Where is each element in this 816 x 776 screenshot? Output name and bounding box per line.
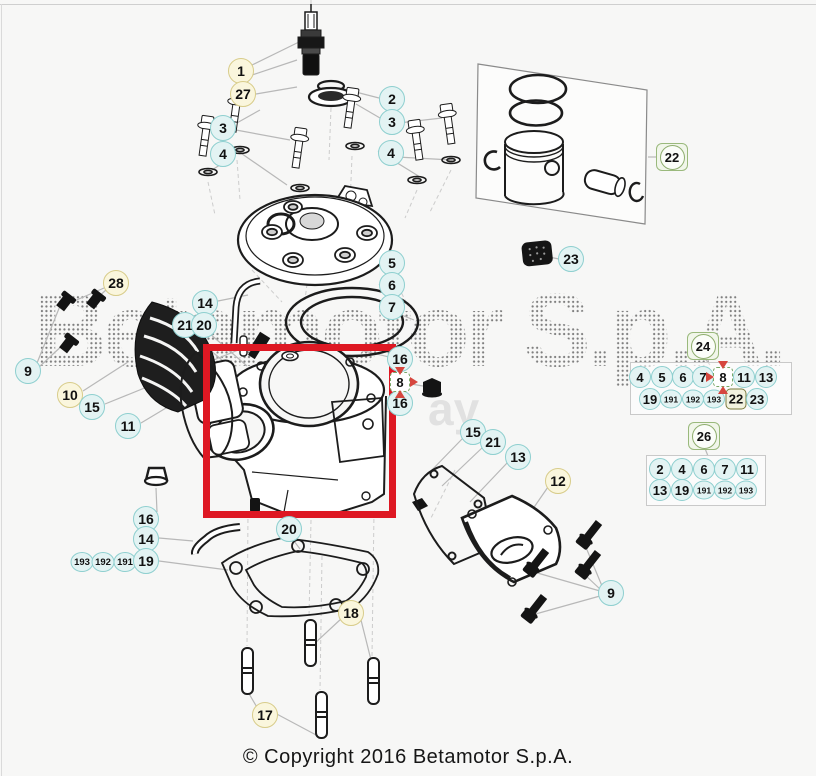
callout-16-upper[interactable]: 16 (387, 346, 413, 372)
ref24-item-6[interactable]: 6 (672, 366, 694, 388)
callout-192[interactable]: 192 (91, 552, 115, 572)
callout-23[interactable]: 23 (558, 246, 584, 272)
group-ref-22-label: 22 (659, 144, 685, 170)
callout-13[interactable]: 13 (505, 444, 531, 470)
callout-9-left[interactable]: 9 (15, 358, 41, 384)
highlight-box (203, 344, 396, 518)
plug-seat-drawing (307, 79, 355, 108)
page-top-rule (0, 4, 816, 5)
ref24-item-4[interactable]: 4 (629, 366, 651, 388)
callout-8[interactable]: 8 (390, 372, 410, 392)
ref24-item-22[interactable]: 22 (725, 388, 747, 410)
ref24-item-23[interactable]: 23 (746, 388, 768, 410)
ref24-item-193[interactable]: 193 (703, 389, 725, 409)
cylinder-head-drawing (236, 185, 394, 287)
ref26-item-6[interactable]: 6 (693, 458, 715, 480)
arrow-right-icon (706, 372, 714, 382)
stud-nut-drawing (422, 378, 442, 398)
copyright-text: © Copyright 2016 Betamotor S.p.A. (242, 746, 574, 768)
callout-11[interactable]: 11 (115, 413, 141, 439)
group-ref-26-label: 26 (691, 423, 717, 449)
group-ref-22[interactable]: 22 (656, 143, 688, 171)
callout-12[interactable]: 12 (545, 468, 571, 494)
ref24-item-191[interactable]: 191 (660, 389, 682, 409)
callout-21-right[interactable]: 21 (480, 429, 506, 455)
ref26-item-13[interactable]: 13 (649, 479, 671, 501)
page-left-rule (1, 4, 2, 776)
studs-drawing (241, 619, 380, 739)
construction-lines (207, 0, 456, 691)
ref24-item-19[interactable]: 19 (639, 388, 661, 410)
cylinder-drawing (188, 335, 428, 513)
ref26-item-7[interactable]: 7 (714, 458, 736, 480)
ref24-item-5[interactable]: 5 (651, 366, 673, 388)
ref26-item-2[interactable]: 2 (649, 458, 671, 480)
arrow-right-icon (410, 377, 418, 387)
arrow-up-icon (718, 386, 728, 394)
ref24-item-11[interactable]: 11 (733, 366, 755, 388)
coolant-elbow-bottom-drawing (190, 523, 241, 555)
knurled-insert-drawing (521, 240, 553, 267)
callout-15-right[interactable]: 15 (460, 419, 486, 445)
arrow-up-icon (395, 390, 405, 398)
callout-20-left[interactable]: 20 (191, 312, 217, 338)
callout-18[interactable]: 18 (338, 600, 364, 626)
ref26-item-192[interactable]: 192 (714, 480, 736, 500)
arrow-down-icon (395, 367, 405, 375)
ref24-item-13[interactable]: 13 (755, 366, 777, 388)
callout-5[interactable]: 5 (379, 250, 405, 276)
callout-14-top[interactable]: 14 (192, 290, 218, 316)
ref26-item-193[interactable]: 193 (735, 480, 757, 500)
callout-7[interactable]: 7 (379, 294, 405, 320)
ref26-item-191[interactable]: 191 (693, 480, 715, 500)
callout-2[interactable]: 2 (379, 86, 405, 112)
callout-14-bottom[interactable]: 14 (133, 526, 159, 552)
ref26-item-4[interactable]: 4 (671, 458, 693, 480)
callout-9-right[interactable]: 9 (598, 580, 624, 606)
ignition-cover-drawing (460, 494, 562, 587)
callout-27[interactable]: 27 (230, 81, 256, 107)
group-ref-24[interactable]: 24 (687, 332, 719, 360)
callout-28[interactable]: 28 (103, 270, 129, 296)
callout-10[interactable]: 10 (57, 382, 83, 408)
callout-3-left[interactable]: 3 (210, 115, 236, 141)
group-ref-24-label: 24 (690, 333, 716, 359)
callout-4-left[interactable]: 4 (210, 141, 236, 167)
callout-3-right[interactable]: 3 (379, 109, 405, 135)
ref26-item-19[interactable]: 19 (671, 479, 693, 501)
cover-bolts-drawing (520, 520, 603, 624)
callout-17[interactable]: 17 (252, 702, 278, 728)
callout-193[interactable]: 193 (70, 552, 94, 572)
callout-15-left[interactable]: 15 (79, 394, 105, 420)
callout-19[interactable]: 19 (133, 548, 159, 574)
spark-plug-drawing (297, 4, 325, 76)
piston-kit-drawing (475, 63, 648, 225)
ref26-item-11[interactable]: 11 (736, 458, 758, 480)
ref24-item-8[interactable]: 8 (713, 367, 733, 387)
group-ref-26[interactable]: 26 (688, 422, 720, 450)
ref24-item-192[interactable]: 192 (682, 389, 704, 409)
callout-20-bottom[interactable]: 20 (276, 516, 302, 542)
coolant-elbow-top-drawing (230, 277, 261, 344)
flange-nut-drawing (143, 466, 169, 487)
arrow-down-icon (718, 361, 728, 369)
callout-4-right[interactable]: 4 (378, 140, 404, 166)
valve-cover-gasket-drawing (179, 350, 234, 460)
